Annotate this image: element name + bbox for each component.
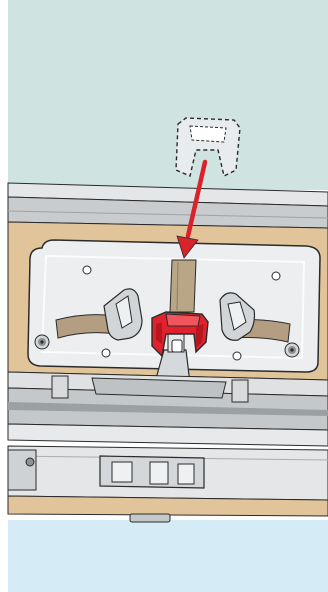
screw-icon	[285, 343, 299, 357]
plate-hole	[83, 266, 91, 274]
lower-rail	[8, 372, 328, 446]
screw-icon	[35, 335, 49, 349]
plate-hole	[233, 352, 241, 360]
plate-hole	[272, 272, 280, 280]
lower-background	[8, 520, 328, 592]
plate-hole	[102, 349, 110, 357]
center-slot	[170, 260, 196, 312]
glass-background	[8, 0, 328, 190]
left-hinge	[8, 450, 36, 490]
